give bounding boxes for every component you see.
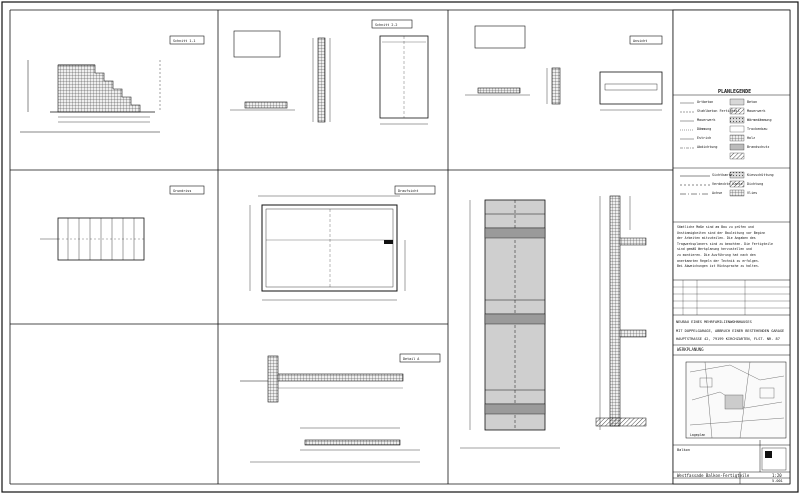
note-line: Sämtliche Maße sind am Bau zu prüfen und: [677, 225, 754, 229]
legend-line-label-3: Mauerwerk: [697, 118, 716, 122]
legend-hatch-label-1: Kiesschüttung: [747, 173, 774, 177]
general-notes: Sämtliche Maße sind am Bau zu prüfen und…: [677, 225, 787, 270]
sheet-number: 5.001: [772, 479, 783, 483]
view-tag-4: Grundriss: [173, 189, 191, 193]
location-map-label: Lageplan: [690, 433, 705, 437]
sheet-title: Westfassade Balkon-Fertigteile: [677, 473, 750, 478]
note-line: Tragwerksplaners sind zu beachten. Die F…: [677, 241, 773, 246]
sheet-scale: 1:20: [772, 473, 782, 478]
legend-fill-label-1: Beton: [747, 100, 758, 104]
view-elements: Ansicht: [465, 25, 663, 111]
legend-line-label-5: Estrich: [697, 136, 712, 140]
legend-fill-label-5: Holz: [747, 136, 756, 140]
view-slab-plan: Draufsicht: [249, 185, 436, 301]
legend-line-label-2: Stahlbeton Fertigteil: [697, 109, 740, 113]
legend-line-label-6: Abdichtung: [697, 145, 718, 149]
location-map-lines: [689, 361, 785, 439]
view-stair-plan: Grundriss: [40, 185, 205, 261]
legend-linetype-label-3: Achse: [712, 191, 723, 195]
legend-hatch-label-2: Dichtung: [747, 182, 764, 186]
note-line: der Arbeiten mitzuteilen. Die Angaben de…: [677, 236, 756, 241]
view-section-detail: Detail A: [240, 353, 441, 463]
balcony-label: Balkon: [677, 448, 690, 452]
legend-fill-label-4: Trockenbau: [747, 127, 768, 131]
view-tag-5: Draufsicht: [398, 189, 418, 193]
project-line-3: HAUPTSTRASSE 42, 79199 KIRCHZARTEN, FLST…: [676, 337, 780, 341]
view-tag-3: Ansicht: [633, 39, 647, 43]
legend-line-label-1: Ortbeton: [697, 100, 714, 104]
view-vertical-section: [595, 195, 647, 430]
view-tag-1: Schnitt 1-1: [173, 39, 195, 43]
view-stair-section: Schnitt 1-1: [20, 35, 205, 133]
note-line: sind gemäß Werkplanung herzustellen und: [677, 247, 752, 252]
legend-linetype-label-1: Sichtkante: [712, 173, 733, 177]
project-line-2: MIT DOPPELGARAGE, ABBRUCH EINER BESTEHEN…: [676, 328, 785, 333]
legend-fill-label-6: Brandschutz: [747, 145, 770, 149]
view-facade-elevation: [460, 199, 560, 449]
legend-fill-label-2: Mauerwerk: [747, 109, 766, 113]
view-column-detail: Schnitt 2-2: [230, 19, 429, 125]
project-description: NEUBAU EINES MEHRFAMILIENWOHNHAUSES MIT …: [676, 318, 788, 344]
legend-linetype-label-2: Verdeckte Kante: [712, 182, 743, 186]
legend-title: PLANLEGENDE: [718, 89, 752, 95]
title-block: Lageplan: [672, 9, 791, 485]
note-line: Unstimmigkeiten sind der Bauleitung vor …: [677, 230, 766, 235]
note-line: Bei Abweichungen ist Rücksprache zu halt…: [677, 264, 760, 269]
legend-fill-label-3: Wärmedämmung: [747, 118, 772, 122]
view-tag-2: Schnitt 2-2: [375, 23, 397, 27]
legend-hatch-label-3: Vlies: [747, 191, 758, 195]
note-line: zu montieren. Die Ausführung hat nach de…: [677, 252, 756, 257]
project-line-1: NEUBAU EINES MEHRFAMILIENWOHNHAUSES: [676, 320, 752, 324]
plan-type: WERKPLANUNG: [677, 347, 704, 352]
legend-line-label-4: Dämmung: [697, 127, 712, 131]
note-line: anerkannten Regeln der Technik zu erfolg…: [677, 258, 760, 263]
view-tag-6: Detail A: [403, 357, 419, 361]
